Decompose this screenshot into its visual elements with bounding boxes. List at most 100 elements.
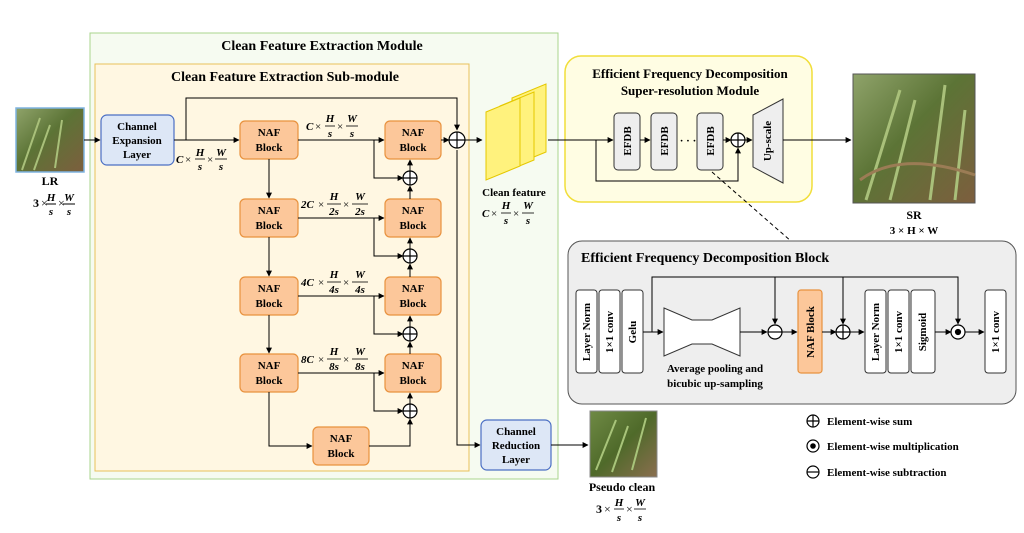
sr-dims: 3 × H × W bbox=[890, 225, 938, 237]
pooling-label-2: bicubic up-sampling bbox=[667, 378, 763, 390]
legend-sub-icon bbox=[806, 465, 820, 479]
svg-text:2s: 2s bbox=[328, 206, 339, 218]
svg-text:C: C bbox=[482, 208, 490, 220]
naf-block-bottom: NAF Block bbox=[312, 426, 370, 466]
svg-text:s: s bbox=[66, 206, 71, 218]
svg-text:H: H bbox=[329, 191, 339, 203]
scale-label-row-1: C × H s × W s bbox=[306, 113, 358, 140]
svg-text:NAF: NAF bbox=[258, 360, 281, 372]
svg-text:W: W bbox=[355, 346, 366, 358]
scale-label-row-4: 8C × H 8s × W 8s bbox=[301, 346, 368, 373]
naf-block-right-1: NAF Block bbox=[384, 120, 442, 160]
svg-text:Block: Block bbox=[400, 298, 428, 310]
clean-feature-maps bbox=[485, 83, 547, 181]
svg-text:NAF: NAF bbox=[402, 205, 425, 217]
scale-label-row-2: 2C × H 2s × W 2s bbox=[300, 191, 368, 218]
scale-label-row-3: 4C × H 4s × W 4s bbox=[300, 269, 368, 296]
svg-text:NAF: NAF bbox=[330, 433, 353, 445]
svg-text:s: s bbox=[503, 215, 508, 227]
svg-text:H: H bbox=[325, 113, 335, 125]
conv-box-1: 1×1 conv bbox=[598, 289, 621, 374]
svg-text:W: W bbox=[347, 113, 358, 125]
svg-text:×: × bbox=[343, 199, 349, 211]
clean-feature-dims: C × H s × W s bbox=[482, 200, 534, 227]
svg-text:EFDB: EFDB bbox=[705, 126, 717, 156]
svg-text:C: C bbox=[176, 154, 184, 166]
naf-block-left-4: NAF Block bbox=[239, 353, 299, 393]
svg-text:s: s bbox=[218, 161, 223, 173]
svg-text:NAF: NAF bbox=[258, 283, 281, 295]
svg-text:H: H bbox=[614, 497, 624, 509]
svg-text:3: 3 bbox=[33, 196, 39, 210]
svg-text:NAF: NAF bbox=[258, 205, 281, 217]
svg-text:Gelu: Gelu bbox=[627, 321, 639, 344]
svg-text:×: × bbox=[318, 199, 324, 211]
naf-block-right-2: NAF Block bbox=[384, 198, 442, 238]
edge-bottom-up bbox=[369, 418, 413, 447]
svg-text:×: × bbox=[343, 354, 349, 366]
naf-block-detail: NAF Block bbox=[797, 289, 823, 374]
svg-text:C: C bbox=[306, 121, 314, 133]
subtract-node bbox=[767, 324, 783, 340]
svg-text:×: × bbox=[491, 208, 497, 220]
svg-text:NAF: NAF bbox=[402, 127, 425, 139]
edge-branch-4 bbox=[373, 373, 404, 414]
legend-sum-icon bbox=[806, 414, 820, 428]
svg-text:W: W bbox=[523, 200, 534, 212]
scale-label-expansion: C × s H s × W s bbox=[176, 147, 227, 173]
edge-skip-to-reduction bbox=[456, 150, 481, 448]
efdb-block-2: EFDB bbox=[650, 112, 678, 171]
efdb-ellipsis: · · · bbox=[680, 135, 697, 147]
naf-block-right-3: NAF Block bbox=[384, 276, 442, 316]
gelu-box: Gelu bbox=[621, 289, 644, 374]
svg-text:H: H bbox=[501, 200, 511, 212]
svg-text:W: W bbox=[355, 269, 366, 281]
svg-text:H: H bbox=[329, 346, 339, 358]
legend-mul-label: Element-wise multiplication bbox=[827, 441, 959, 453]
svg-text:×: × bbox=[315, 121, 321, 133]
efdb-block-3: EFDB bbox=[696, 112, 724, 171]
edge-sum-to-mul bbox=[843, 276, 961, 325]
clean-feature-label: Clean feature bbox=[482, 187, 546, 199]
svg-text:×: × bbox=[41, 196, 48, 210]
svg-text:NAF: NAF bbox=[402, 283, 425, 295]
edge-gelu-to-sub bbox=[651, 276, 778, 332]
efdb-block-1: EFDB bbox=[613, 112, 641, 171]
svg-text:s: s bbox=[525, 215, 530, 227]
svg-text:s: s bbox=[637, 512, 642, 524]
svg-text:Block: Block bbox=[256, 375, 284, 387]
svg-text:1×1 conv: 1×1 conv bbox=[990, 310, 1002, 353]
edge-branch-2 bbox=[373, 218, 404, 259]
svg-text:W: W bbox=[355, 191, 366, 203]
edge-global-skip bbox=[185, 97, 460, 140]
svg-text:s: s bbox=[197, 161, 202, 173]
edge-branch-1 bbox=[373, 140, 404, 181]
svg-text:NAF Block: NAF Block bbox=[805, 305, 817, 358]
edge-efd-skip bbox=[595, 140, 741, 182]
svg-text:Block: Block bbox=[256, 298, 284, 310]
svg-text:×: × bbox=[626, 502, 633, 516]
svg-text:Block: Block bbox=[256, 220, 284, 232]
detail-connector bbox=[711, 171, 793, 243]
multiply-node bbox=[950, 324, 966, 340]
legend-mul-icon bbox=[806, 439, 820, 453]
pseudo-clean-image bbox=[589, 410, 658, 478]
channel-expansion-line3: Layer bbox=[123, 149, 151, 161]
svg-text:×: × bbox=[207, 154, 213, 166]
svg-text:W: W bbox=[216, 147, 227, 159]
svg-text:×: × bbox=[318, 277, 324, 289]
svg-text:s: s bbox=[327, 128, 332, 140]
edge-left-to-bottom bbox=[268, 392, 313, 449]
svg-text:2s: 2s bbox=[354, 206, 365, 218]
svg-text:4s: 4s bbox=[328, 284, 339, 296]
layer-norm-box-1: Layer Norm bbox=[575, 289, 598, 374]
efd-block-title: Efficient Frequency Decomposition Block bbox=[581, 251, 829, 266]
svg-text:s: s bbox=[616, 512, 621, 524]
svg-text:×: × bbox=[58, 196, 65, 210]
svg-text:1×1 conv: 1×1 conv bbox=[604, 310, 616, 353]
svg-text:Block: Block bbox=[328, 448, 356, 460]
svg-text:H: H bbox=[195, 147, 205, 159]
svg-text:Block: Block bbox=[400, 375, 428, 387]
channel-reduction-line2: Reduction bbox=[492, 440, 540, 452]
